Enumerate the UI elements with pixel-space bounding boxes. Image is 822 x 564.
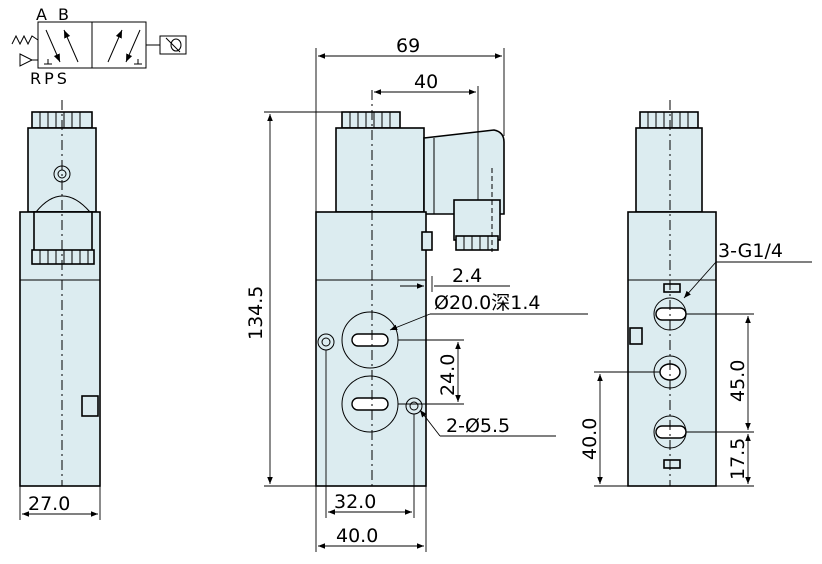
dim-body-width: 40.0: [336, 525, 378, 547]
dim-gap: 2.4: [452, 265, 482, 287]
dim-port-pitch-side: 45.0: [727, 360, 749, 402]
dim-side-offset: 40.0: [579, 418, 601, 460]
dim-ports: 3-G1/4: [718, 240, 783, 262]
dim-coil-offset: 40: [414, 71, 438, 93]
dim-port-pitch-front: 24.0: [437, 354, 459, 396]
dim-bottom-offset: 17.5: [727, 438, 749, 480]
left-view: 27.0: [19, 100, 101, 520]
dim-left-width: 27.0: [28, 493, 70, 515]
right-view: 3-G1/4 45.0 17.5 40.0: [579, 100, 812, 487]
dim-hole-spacing: 32.0: [334, 491, 376, 513]
symbol-port-a: A: [36, 5, 47, 24]
front-view: 69 40 134.5 2.4 Ø20.0深1.4 24.0 2-Ø5.5 32…: [245, 35, 588, 552]
dim-overall-width: 69: [396, 35, 420, 57]
symbol-port-b: B: [58, 5, 69, 24]
dim-mount-holes: 2-Ø5.5: [446, 415, 510, 437]
dim-port-face: Ø20.0深1.4: [434, 292, 540, 314]
dim-height: 134.5: [245, 286, 267, 340]
valve-symbol: A B RPS: [11, 5, 187, 88]
symbol-ports-rps: RPS: [30, 69, 70, 88]
